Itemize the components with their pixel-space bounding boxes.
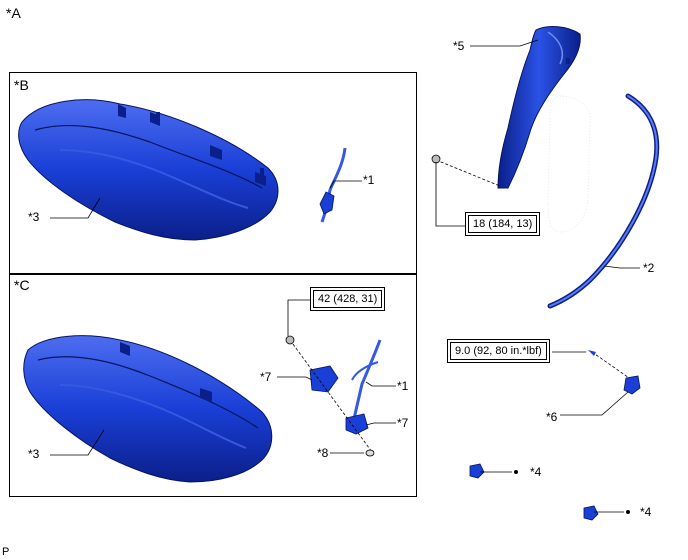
callout-7-b: *7 — [397, 416, 409, 430]
clip-4-lower — [583, 505, 630, 521]
torque-headrest-bolt-value: 18 (184, 13) — [468, 215, 538, 233]
belt-anchor-assembly — [285, 335, 382, 457]
view-b-label: *B — [14, 77, 29, 93]
callout-7-a: *7 — [260, 370, 272, 384]
leader-lines — [50, 39, 640, 456]
view-c-frame — [9, 273, 417, 497]
footer-code: P — [2, 546, 10, 558]
view-c-label: *C — [14, 277, 30, 293]
seat-cushion-c — [23, 335, 273, 483]
torque-clip-screw-value: 9.0 (92, 80 in.*lbf) — [450, 342, 547, 360]
seat-cushion-b — [18, 99, 279, 241]
seat-belt-b — [319, 147, 347, 223]
callout-8: *8 — [317, 446, 329, 460]
callout-3-c: *3 — [28, 447, 40, 461]
view-a-label: *A — [6, 5, 21, 21]
clip-4-upper — [469, 463, 518, 479]
view-b-frame — [9, 72, 417, 275]
callout-3-b: *3 — [28, 210, 40, 224]
side-cover-5 — [431, 26, 581, 189]
ghost-outline — [547, 95, 591, 233]
torque-belt-anchor: 42 (428, 31) — [310, 287, 386, 311]
callout-1-b: *1 — [363, 173, 375, 187]
callout-5: *5 — [453, 39, 465, 53]
callout-4-b: *4 — [640, 505, 652, 519]
callout-2: *2 — [643, 261, 655, 275]
torque-headrest-bolt: 18 (184, 13) — [465, 212, 541, 236]
trim-strip-2 — [547, 93, 660, 309]
torque-clip-screw: 9.0 (92, 80 in.*lbf) — [447, 339, 550, 363]
callout-1-c: *1 — [397, 379, 409, 393]
clip-6 — [588, 350, 641, 395]
callout-4-a: *4 — [530, 465, 542, 479]
callout-6: *6 — [546, 410, 558, 424]
torque-belt-anchor-value: 42 (428, 31) — [313, 290, 383, 308]
